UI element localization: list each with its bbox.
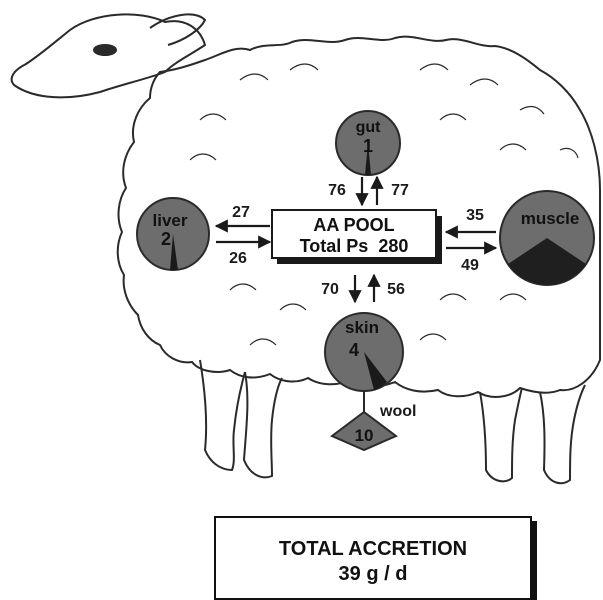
gut-node: gut 1 [336, 111, 400, 175]
sheep-front-leg-1 [200, 360, 245, 470]
sheep-hind-leg-1 [480, 388, 522, 481]
pool-title: AA POOL [313, 215, 394, 235]
total-accretion-box: TOTAL ACCRETION 39 g / d [214, 516, 532, 600]
flow-label-gut-in: 76 [328, 182, 346, 199]
sheep-eye [94, 45, 116, 55]
muscle-label: muscle [521, 209, 580, 228]
wool-value: 10 [355, 426, 374, 445]
sheep-head [12, 14, 205, 97]
liver-value: 2 [161, 229, 171, 249]
pool-total: Total Ps 280 [300, 236, 409, 256]
aa-pool-box: AA POOL Total Ps 280 [272, 210, 442, 264]
skin-node: skin 4 [325, 313, 403, 391]
wool-label: wool [379, 403, 416, 420]
muscle-node: muscle [500, 191, 594, 285]
flow-label-liver-bottom: 26 [229, 250, 247, 267]
wool-node: 10 wool [332, 391, 416, 450]
flow-label-muscle-top: 35 [466, 207, 484, 224]
accretion-title: TOTAL ACCRETION [216, 538, 530, 561]
sheep-hind-leg-2 [540, 385, 585, 483]
flow-label-skin-in: 70 [321, 281, 339, 298]
gut-value: 1 [363, 136, 373, 156]
flow-label-gut-out: 77 [391, 182, 409, 199]
liver-node: liver 2 [137, 198, 209, 270]
flow-label-muscle-bottom: 49 [461, 257, 479, 274]
sheep-front-leg-2 [244, 372, 282, 477]
skin-label: skin [345, 318, 379, 337]
flow-label-skin-out: 56 [387, 281, 405, 298]
liver-label: liver [153, 211, 188, 230]
accretion-value: 39 g / d [216, 563, 530, 586]
gut-label: gut [356, 119, 382, 136]
skin-value: 4 [349, 340, 359, 360]
flow-label-liver-top: 27 [232, 204, 250, 221]
